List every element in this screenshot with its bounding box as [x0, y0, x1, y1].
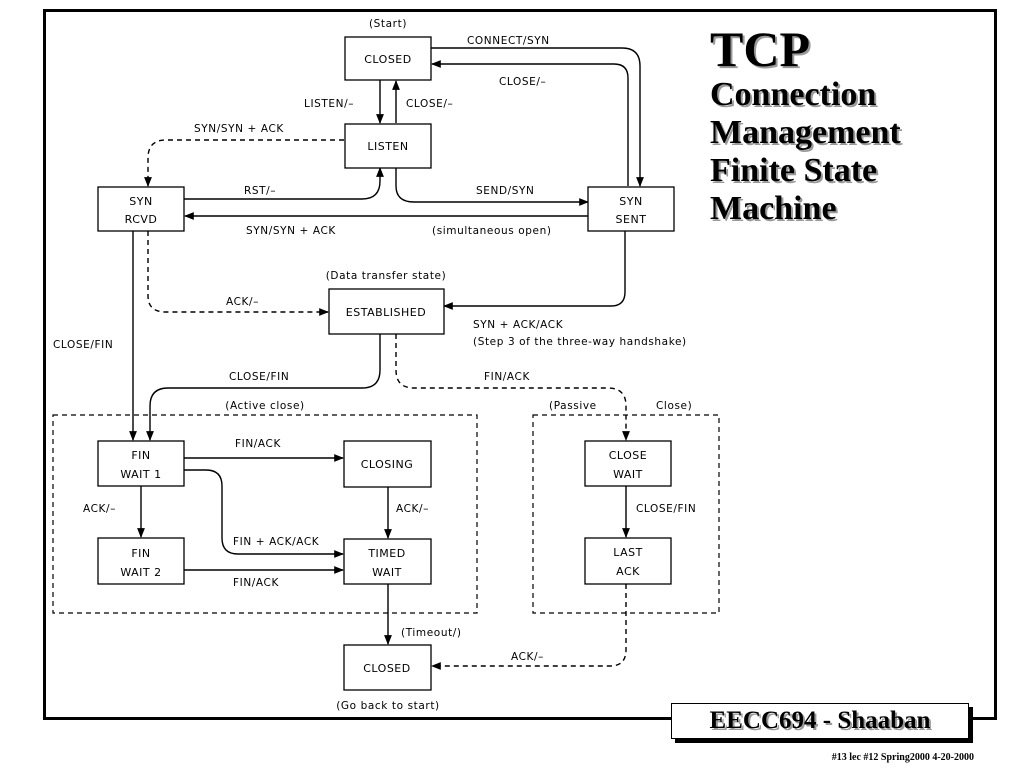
note-step3: (Step 3 of the three-way handshake): [473, 336, 687, 348]
note-timeout: (Timeout/): [401, 627, 462, 639]
label-connect-syn: CONNECT/SYN: [467, 35, 550, 47]
label-close-fin-cw: CLOSE/FIN: [636, 503, 696, 515]
state-last-ack: LAST ACK: [584, 537, 672, 585]
arrow-close-synsent: [431, 60, 629, 186]
svg-text:SYN: SYN: [619, 195, 642, 208]
label-close-fin-est: CLOSE/FIN: [229, 371, 289, 383]
svg-text:CLOSE: CLOSE: [609, 449, 648, 462]
svg-text:WAIT: WAIT: [613, 468, 643, 481]
title-line-5: Machine: [710, 190, 837, 227]
svg-text:WAIT: WAIT: [372, 566, 402, 579]
arrow-ack-established: [147, 231, 329, 316]
arrow-connect-syn: [430, 47, 644, 187]
note-simultaneous: (simultaneous open): [432, 225, 552, 237]
label-ack-last: ACK/–: [511, 651, 544, 663]
label-ack-est: ACK/–: [226, 296, 259, 308]
state-closed-final: CLOSED: [343, 644, 432, 691]
label-syn-synack-mid: SYN/SYN + ACK: [246, 225, 336, 237]
label-close-mid: CLOSE/–: [406, 98, 453, 110]
label-ack-fw1: ACK/–: [83, 503, 116, 515]
svg-text:SENT: SENT: [616, 213, 647, 226]
slide-title: TCP Connection Management Finite State M…: [710, 22, 901, 228]
svg-text:CLOSING: CLOSING: [361, 458, 414, 471]
note-close: Close): [656, 400, 692, 412]
note-go-back: (Go back to start): [336, 700, 440, 712]
slide-info: #13 lec #12 Spring2000 4-20-2000: [831, 752, 974, 763]
svg-text:CLOSED: CLOSED: [363, 662, 410, 675]
title-line-4: Finite State: [710, 152, 878, 189]
svg-text:WAIT 2: WAIT 2: [120, 566, 161, 579]
arrow-send-syn: [395, 168, 589, 206]
label-close-fin-left: CLOSE/FIN: [53, 339, 113, 351]
state-closing: CLOSING: [343, 440, 432, 488]
svg-text:ACK: ACK: [616, 565, 640, 578]
label-send-syn: SEND/SYN: [476, 185, 535, 197]
svg-text:LAST: LAST: [613, 546, 643, 559]
label-rst: RST/–: [244, 185, 276, 197]
state-fin-wait-1: FIN WAIT 1: [97, 440, 185, 487]
svg-text:ESTABLISHED: ESTABLISHED: [346, 306, 426, 319]
title-line-2: Connection: [710, 76, 877, 113]
svg-text:LISTEN: LISTEN: [367, 140, 408, 153]
arrow-fin-ack-passive: [395, 334, 630, 441]
arrow-syn-synack-listen: [144, 139, 344, 187]
svg-text:SYN: SYN: [129, 195, 152, 208]
note-start: (Start): [369, 18, 407, 30]
svg-text:TIMED: TIMED: [367, 547, 405, 560]
arrow-synack-ack: [443, 231, 626, 310]
title-line-3: Management: [710, 114, 901, 151]
label-fin-ack-passive: FIN/ACK: [484, 371, 530, 383]
note-active-close: (Active close): [225, 400, 304, 412]
label-synack-ack: SYN + ACK/ACK: [473, 319, 564, 331]
state-established: ESTABLISHED: [328, 288, 445, 335]
state-syn-rcvd: SYN RCVD: [97, 186, 185, 232]
state-listen: LISTEN: [344, 123, 432, 169]
title-line-1: TCP: [710, 21, 810, 77]
label-fin-ack-ack: FIN + ACK/ACK: [233, 536, 320, 548]
note-passive: (Passive: [549, 400, 597, 412]
label-syn-synack-top: SYN/SYN + ACK: [194, 123, 284, 135]
state-closed: CLOSED: [344, 36, 432, 81]
label-fin-ack-fw2: FIN/ACK: [233, 577, 279, 589]
label-ack-closing: ACK/–: [396, 503, 429, 515]
state-fin-wait-2: FIN WAIT 2: [97, 537, 185, 585]
arrow-ack-last: [431, 584, 627, 670]
course-label: EECC694 - Shaaban: [709, 707, 931, 734]
label-close-top: CLOSE/–: [499, 76, 546, 88]
state-timed-wait: TIMED WAIT: [343, 538, 432, 585]
state-close-wait: CLOSE WAIT: [584, 440, 672, 487]
label-listen: LISTEN/–: [304, 98, 354, 110]
arrow-fin-ack-ack: [184, 469, 344, 558]
slide-frame: [43, 9, 997, 720]
arrow-rst: [183, 167, 384, 200]
label-fin-ack-fw1: FIN/ACK: [235, 438, 281, 450]
course-footer: EECC694 - Shaaban: [671, 703, 969, 739]
note-data-transfer: (Data transfer state): [326, 270, 447, 282]
state-syn-sent: SYN SENT: [587, 186, 675, 232]
svg-text:CLOSED: CLOSED: [364, 53, 411, 66]
svg-text:FIN: FIN: [131, 449, 150, 462]
active-close-group: [52, 414, 478, 614]
svg-text:WAIT 1: WAIT 1: [120, 468, 161, 481]
arrow-close-fin-est: [146, 334, 381, 441]
svg-text:RCVD: RCVD: [125, 213, 158, 226]
svg-text:FIN: FIN: [131, 547, 150, 560]
